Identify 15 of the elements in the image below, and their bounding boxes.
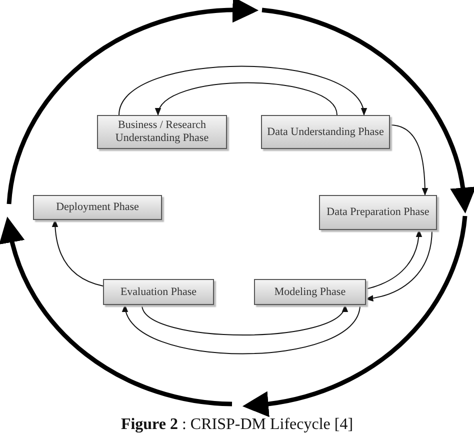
arrow	[124, 304, 360, 354]
arrow	[118, 66, 365, 116]
phase-box: Data Preparation Phase	[319, 195, 437, 230]
arrow	[157, 82, 338, 116]
figure-caption: Figure 2 : CRISP-DM Lifecycle [4]	[120, 416, 354, 433]
phase-box: Business / Research Understanding Phase	[97, 115, 227, 149]
phase-box: Data Understanding Phase	[261, 115, 390, 149]
arrow	[52, 219, 104, 286]
phase-box: Evaluation Phase	[103, 279, 214, 305]
arrow	[365, 230, 432, 302]
phase-box: Deployment Phase	[33, 195, 162, 220]
arrow	[366, 229, 422, 290]
arrow	[390, 124, 428, 196]
phase-box: Modeling Phase	[254, 279, 366, 305]
arrow	[142, 304, 346, 336]
